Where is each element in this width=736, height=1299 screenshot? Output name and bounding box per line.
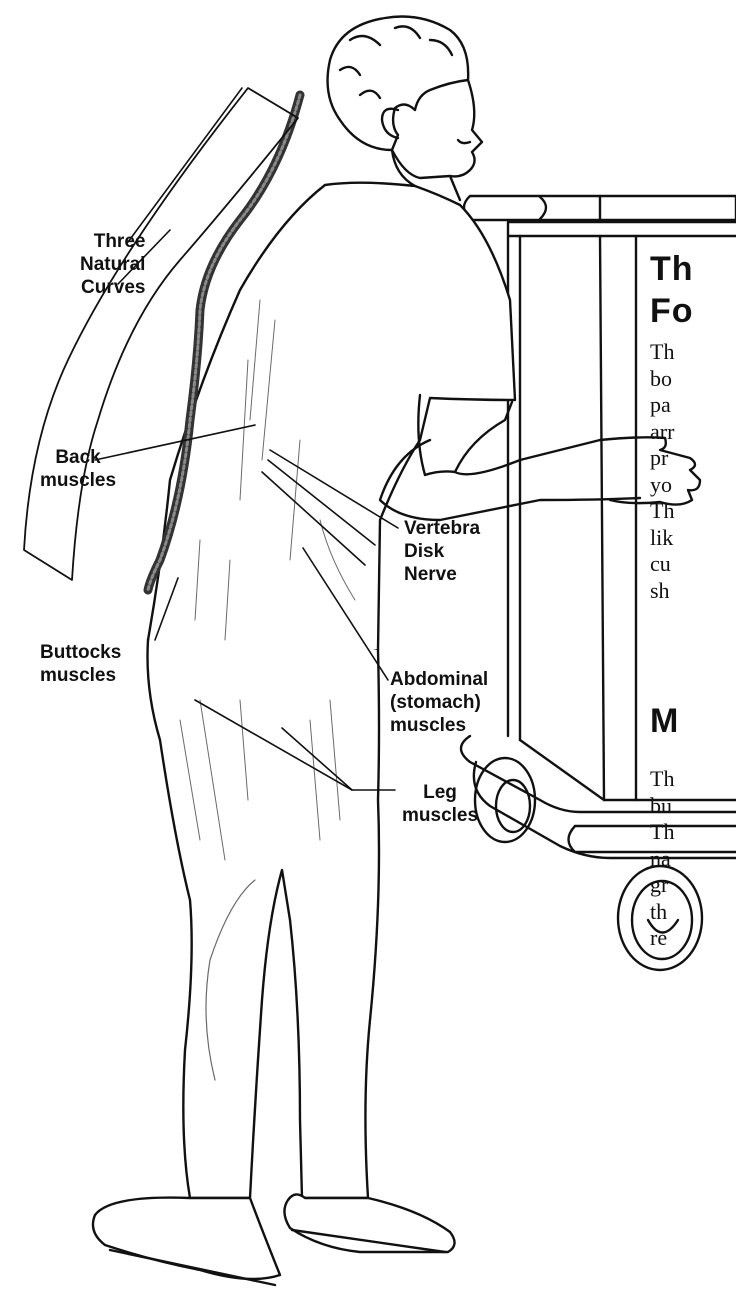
section-1-body: Th bo pa arr pr yo Th lik cu sh bbox=[650, 339, 674, 604]
label-line: Curves bbox=[80, 276, 145, 299]
body-line: na bbox=[650, 846, 674, 873]
label-line: Vertebra bbox=[404, 517, 480, 540]
label-buttocks-muscles: Buttocks muscles bbox=[40, 641, 121, 687]
body-line: Th bbox=[650, 819, 674, 846]
label-three-natural-curves: Three Natural Curves bbox=[80, 230, 145, 299]
label-line: Abdominal bbox=[390, 668, 488, 691]
label-back-muscles: Back muscles bbox=[40, 446, 116, 492]
label-line: Nerve bbox=[404, 563, 457, 586]
body-line: re bbox=[650, 925, 674, 952]
body-line: yo bbox=[650, 472, 674, 499]
label-line: Buttocks bbox=[40, 641, 121, 664]
body-line: th bbox=[650, 899, 674, 926]
heading-line: Fo bbox=[650, 290, 694, 332]
body-line: bo bbox=[650, 366, 674, 393]
section-1-heading: Th Fo bbox=[650, 248, 694, 332]
body-line: pr bbox=[650, 445, 674, 472]
label-line: muscles bbox=[390, 714, 488, 737]
body-line: pa bbox=[650, 392, 674, 419]
label-line: muscles bbox=[40, 664, 121, 687]
body-line: Th bbox=[650, 339, 674, 366]
label-line: Back bbox=[40, 446, 116, 469]
label-abdominal-muscles: Abdominal (stomach) muscles bbox=[390, 668, 488, 737]
section-2-body: Th bu Th na gr th re bbox=[650, 766, 674, 952]
label-line: Leg bbox=[402, 781, 478, 804]
heading-line: M bbox=[650, 700, 679, 742]
pants bbox=[148, 640, 380, 1198]
body-line: cu bbox=[650, 551, 674, 578]
shoe-front bbox=[284, 1194, 454, 1252]
body-line: arr bbox=[650, 419, 674, 446]
cart-body bbox=[508, 222, 736, 736]
label-line: Three bbox=[80, 230, 145, 253]
label-line: Disk bbox=[404, 540, 444, 563]
body-line: gr bbox=[650, 872, 674, 899]
label-vertebra: Vertebra bbox=[404, 517, 480, 540]
label-line: Natural bbox=[80, 253, 145, 276]
body-line: Th bbox=[650, 498, 674, 525]
label-disk: Disk bbox=[404, 540, 444, 563]
label-nerve: Nerve bbox=[404, 563, 457, 586]
body-line: lik bbox=[650, 525, 674, 552]
label-leg-muscles: Leg muscles bbox=[402, 781, 478, 827]
body-line: sh bbox=[650, 578, 674, 605]
hair bbox=[328, 17, 469, 151]
label-line: (stomach) bbox=[390, 691, 488, 714]
body-line: bu bbox=[650, 793, 674, 820]
body-line: Th bbox=[650, 766, 674, 793]
label-line: muscles bbox=[402, 804, 478, 827]
label-line: muscles bbox=[40, 469, 116, 492]
section-2-heading: M bbox=[650, 700, 679, 742]
heading-line: Th bbox=[650, 248, 694, 290]
